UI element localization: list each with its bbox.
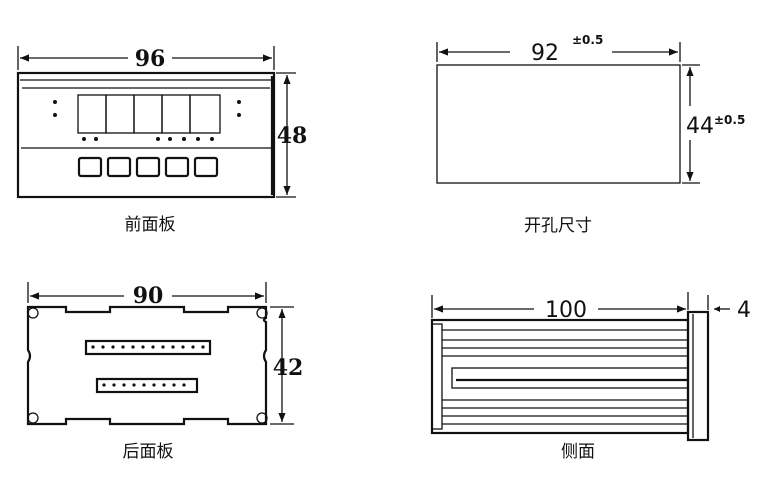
cutout-width-label: 92 (531, 41, 559, 66)
front-panel-view: 96 48 前面板 (16, 46, 308, 235)
front-panel-caption: 前面板 (125, 215, 176, 235)
front-height-label: 48 (277, 123, 308, 149)
cutout-height-label: 44 (686, 114, 714, 139)
front-panel-outline (16, 71, 276, 199)
rear-panel-view: 90 42 后面板 (26, 282, 304, 462)
side-length-label: 100 (545, 298, 587, 323)
indicator-dots (53, 100, 241, 141)
cutout-width-tolerance: ±0.5 (572, 33, 603, 47)
cutout-caption: 开孔尺寸 (524, 216, 592, 236)
terminal-strips (84, 339, 212, 394)
front-width-label: 96 (135, 46, 166, 72)
side-bezel (686, 310, 710, 442)
cutout-outline (436, 64, 681, 184)
side-bezel-label: 4 (737, 298, 751, 323)
cutout-height-tolerance: ±0.5 (714, 113, 745, 127)
rear-width-label: 90 (133, 283, 164, 309)
cutout-view: 92 ±0.5 44 ±0.5 开孔尺寸 (436, 33, 745, 236)
side-caption: 侧面 (561, 442, 595, 462)
side-ribs (442, 329, 688, 425)
rear-panel-caption: 后面板 (123, 442, 174, 462)
display-digits (77, 94, 221, 134)
side-view: 100 4 侧面 (430, 292, 751, 462)
rear-height-label: 42 (273, 355, 304, 381)
front-buttons (77, 156, 219, 178)
rear-panel-outline (26, 305, 268, 426)
